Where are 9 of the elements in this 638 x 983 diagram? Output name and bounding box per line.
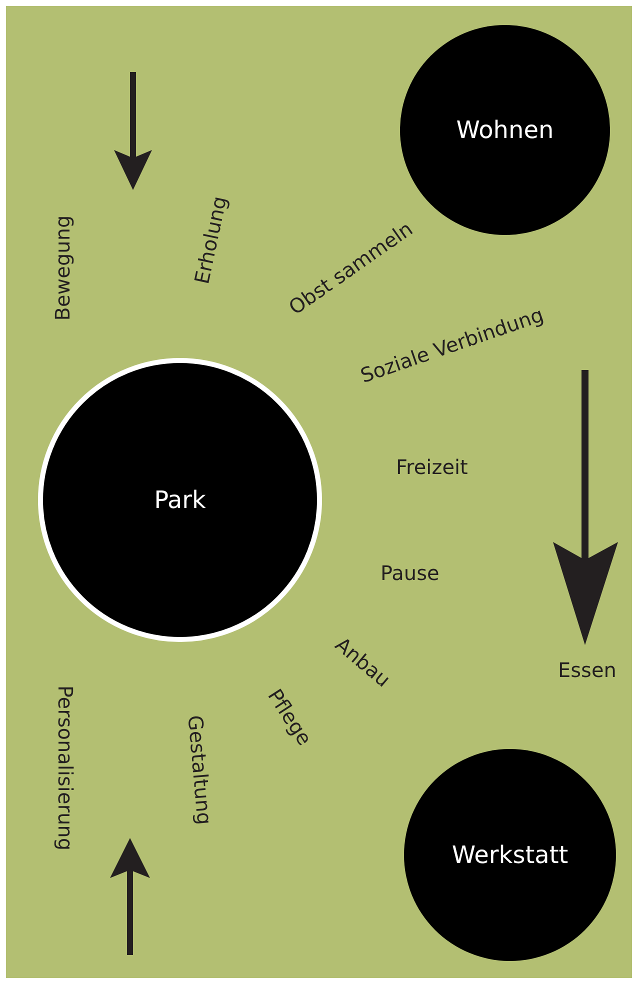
label: Bewegung — [50, 215, 74, 321]
label: Freizeit — [396, 455, 468, 479]
label: Personalisierung — [53, 685, 78, 851]
label: Gestaltung — [183, 714, 217, 826]
label: Essen — [558, 658, 616, 682]
node-label: Wohnen — [456, 116, 554, 144]
node-label: Park — [154, 486, 206, 514]
label: Pause — [380, 561, 440, 585]
node-label: Werkstatt — [452, 841, 568, 869]
